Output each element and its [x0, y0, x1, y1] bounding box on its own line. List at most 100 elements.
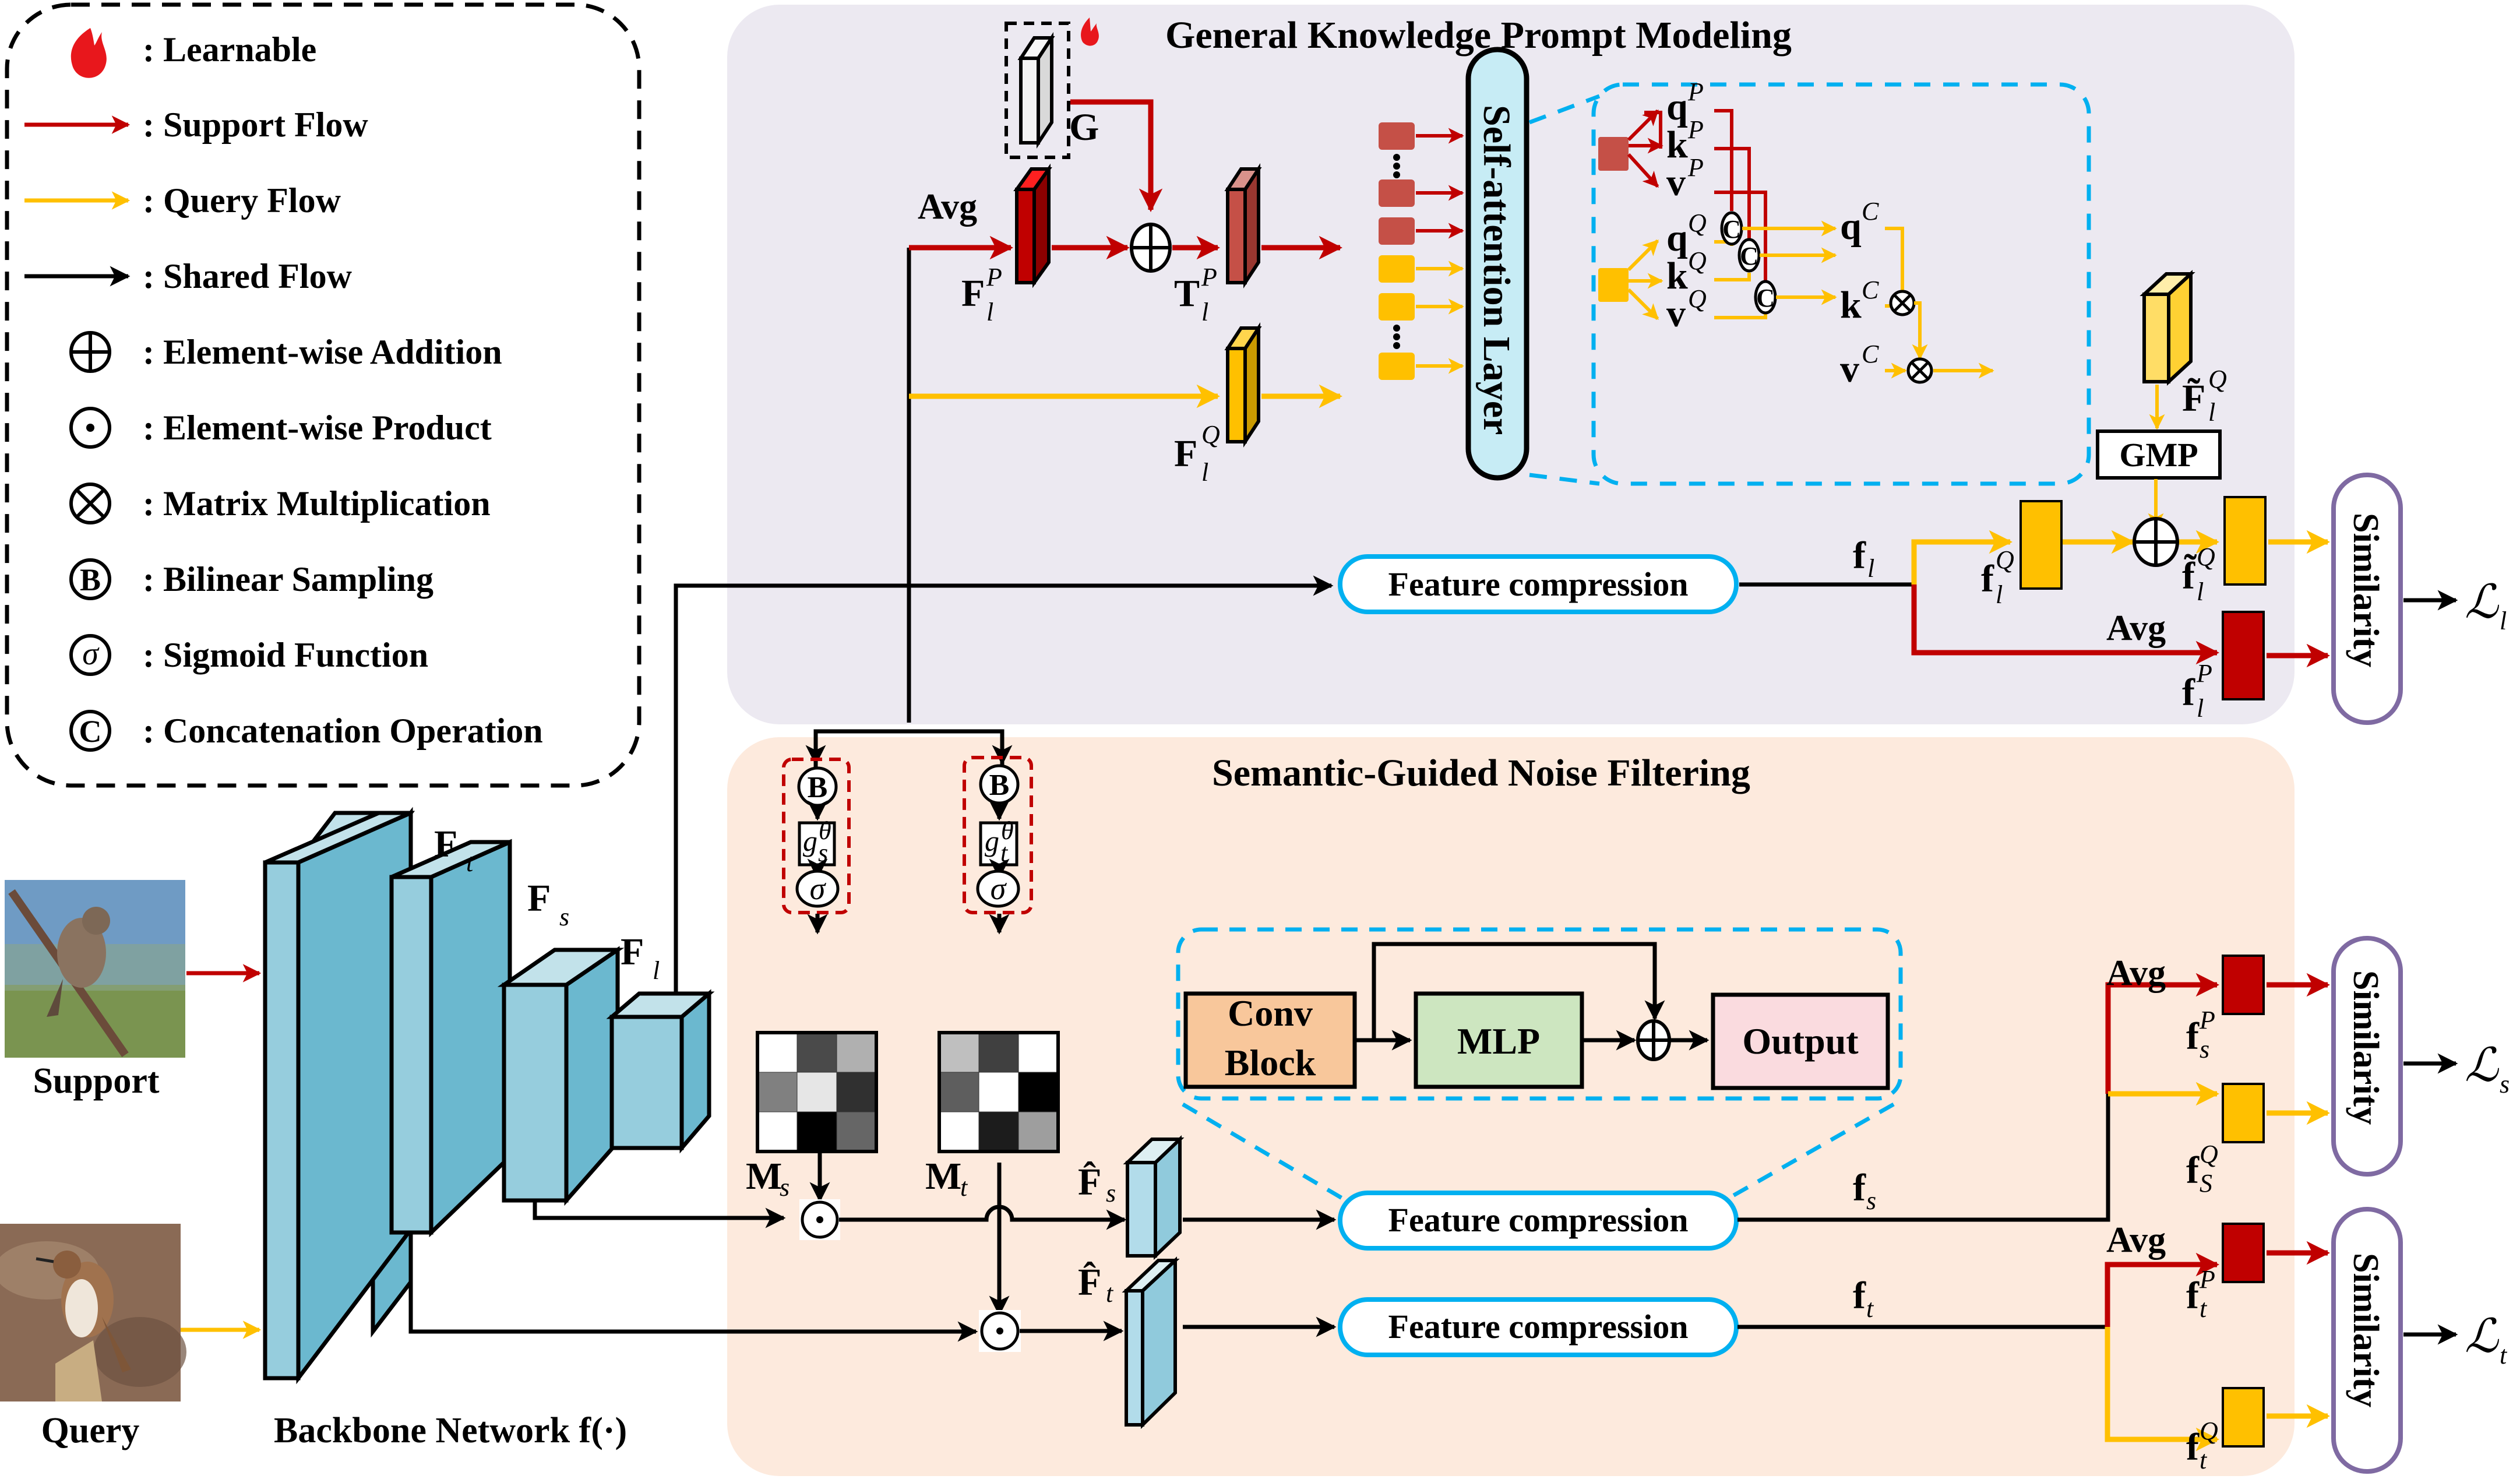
svg-text:F: F: [961, 272, 985, 315]
svg-text:t: t: [960, 1173, 968, 1202]
fl-to-feature-compression: [674, 575, 1334, 992]
support-token: [1379, 217, 1415, 245]
svg-text:l: l: [1201, 298, 1208, 326]
sigmoid-op-t: σ: [976, 869, 1020, 908]
ft-query-branch: [2105, 1327, 2220, 1452]
legend-border: [5, 2, 642, 788]
conv-block: Conv Block: [1183, 991, 1357, 1089]
self-attention-label: Self-attention Layer: [1475, 105, 1518, 435]
legend-label: : Shared Flow: [143, 257, 353, 295]
svg-text:C: C: [1740, 242, 1758, 270]
legend-item-support-flow: : Support Flow: [24, 105, 368, 144]
svg-text:v: v: [1666, 293, 1686, 335]
svg-text:l: l: [986, 298, 993, 326]
similarity-label: Similarity: [2346, 513, 2385, 667]
svg-text:f: f: [1853, 1274, 1866, 1317]
output-label: Output: [1742, 1020, 1859, 1062]
svg-text:ℒ: ℒ: [2465, 1311, 2499, 1362]
svg-text:q: q: [1666, 217, 1688, 259]
svg-text:l: l: [2197, 577, 2204, 606]
bilinear-op-s: B: [797, 766, 838, 807]
sigmoid-op-s: σ: [795, 869, 840, 908]
label-mt: Mt: [925, 1155, 968, 1202]
legend-label: : Query Flow: [143, 181, 341, 220]
svg-text:M: M: [746, 1155, 782, 1198]
mask-cell: [978, 1111, 1019, 1152]
backbone-caption: Backbone Network f(·): [274, 1411, 627, 1450]
fs-line: [1737, 1094, 2110, 1222]
similarity-label: Similarity: [2346, 970, 2385, 1125]
compression-detail-box: [1176, 927, 1903, 1101]
mask-cell: [1018, 1111, 1059, 1152]
conv-label: Conv: [1228, 992, 1313, 1034]
fsp-vector: [2222, 955, 2265, 1015]
svg-text:P: P: [2199, 1265, 2215, 1294]
mask-cell: [796, 1032, 837, 1073]
concat-op: C: [1737, 238, 1761, 273]
self-attention-layer: Self-attention Layer: [1465, 47, 1529, 481]
svg-text:s: s: [1866, 1186, 1876, 1215]
label-flq-vec: f Q l: [1981, 545, 2014, 609]
svg-text:k: k: [1840, 284, 1862, 326]
mask-cell: [836, 1032, 877, 1073]
mask-cell: [796, 1072, 837, 1112]
label-Ft: F t: [434, 823, 474, 877]
legend: : Learnable : Support Flow : Query Flow …: [5, 2, 642, 788]
mask-cell: [978, 1072, 1019, 1112]
svg-text:s: s: [818, 839, 828, 867]
svg-text:P: P: [1687, 115, 1704, 144]
support-label: Support: [33, 1061, 159, 1101]
legend-item-product: : Element-wise Product: [69, 407, 492, 449]
legend-item-shared-flow: : Shared Flow: [24, 257, 353, 295]
svg-text:C: C: [1862, 340, 1879, 368]
learnable-token-g: G: [1005, 17, 1099, 159]
svg-text:σ: σ: [82, 636, 100, 672]
fl-query-branch: [1911, 530, 2013, 584]
mask-mt: [937, 1031, 1060, 1153]
query-token: [1598, 268, 1629, 302]
mask-cell: [939, 1032, 979, 1073]
token-sequence: [1379, 122, 1464, 380]
svg-text:B: B: [989, 769, 1010, 802]
label-flp-vec: f P l: [2182, 659, 2212, 723]
svg-text:P: P: [1687, 153, 1704, 182]
fs-support-branch: [2105, 973, 2220, 1094]
label-ms: Ms: [746, 1155, 790, 1202]
svg-text:q: q: [1666, 86, 1688, 128]
svg-text:F: F: [1174, 432, 1197, 475]
similarity-l: Similarity: [2331, 473, 2403, 725]
svg-text:v: v: [1840, 348, 1859, 390]
support-token: [1598, 137, 1629, 171]
label-ftilde: F̃ Q l: [2182, 365, 2227, 427]
svg-text:l: l: [2500, 607, 2507, 635]
fltq-vector: [2223, 496, 2267, 586]
circle-c-icon: C: [69, 710, 111, 752]
svg-text:t: t: [2500, 1341, 2508, 1369]
svg-text:t: t: [1106, 1279, 1114, 1308]
svg-text:t: t: [1000, 839, 1009, 867]
mask-cell: [939, 1072, 979, 1112]
add-operator-top: [1130, 223, 1172, 273]
svg-text:B: B: [80, 562, 101, 597]
feature-compression-label: Feature compression: [1388, 1308, 1689, 1346]
support-image: [5, 880, 185, 1058]
svg-text:q: q: [1840, 205, 1862, 248]
svg-text:Q: Q: [1688, 209, 1707, 237]
legend-label: : Element-wise Addition: [143, 333, 502, 371]
svg-text:t: t: [466, 848, 474, 877]
backbone-block-4: [606, 989, 715, 1154]
mask-cell: [978, 1032, 1019, 1073]
svg-text:Q: Q: [1688, 246, 1707, 275]
fs-to-product: [533, 1202, 786, 1228]
flq-vector: [2019, 500, 2063, 590]
circle-times-icon: [69, 483, 111, 524]
query-token: [1379, 293, 1415, 321]
concat-op: C: [1720, 211, 1743, 246]
legend-item-bilinear: B : Bilinear Sampling: [69, 558, 433, 600]
